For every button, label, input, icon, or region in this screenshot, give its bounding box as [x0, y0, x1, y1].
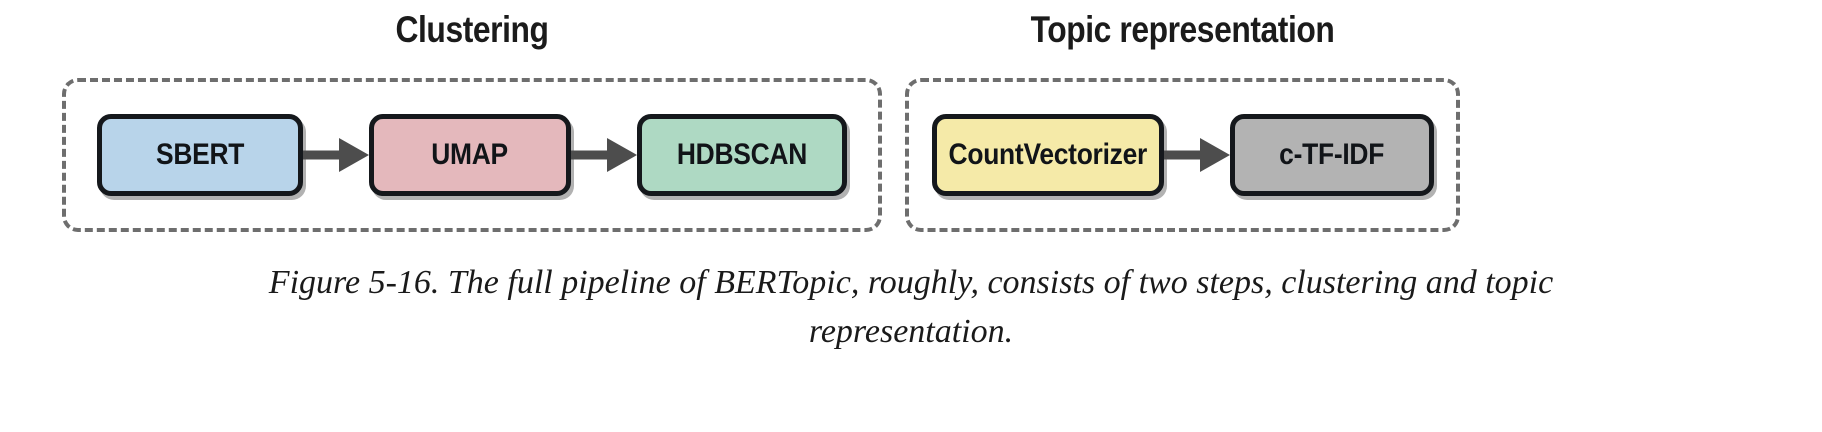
group-dashed-border-clustering	[62, 78, 882, 232]
arrow-right-icon-umap-to-hdbscan	[571, 138, 637, 172]
node-label-c-tf-idf: c-TF-IDF	[1279, 138, 1384, 171]
node-label-countvectorizer: CountVectorizer	[948, 138, 1147, 171]
node-row-clustering: SBERT UMAP HDBSCAN	[62, 78, 882, 232]
node-c-tf-idf[interactable]: c-TF-IDF	[1229, 114, 1434, 196]
arrow-right-icon-countvectorizer-to-ctfidf	[1163, 138, 1230, 172]
node-label-umap: UMAP	[431, 138, 509, 171]
node-label-sbert: SBERT	[155, 138, 245, 171]
arrow-shaft	[303, 150, 345, 160]
node-label-hdbscan: HDBSCAN	[676, 138, 808, 171]
arrow-head	[339, 138, 369, 172]
arrow-shaft	[1163, 150, 1206, 160]
figure-caption: Figure 5-16. The full pipeline of BERTop…	[201, 258, 1621, 356]
diagram-group-topic-representation: Topic representation CountVectorizer c-T…	[905, 0, 1460, 250]
figure-caption-line-1: Figure 5-16. The full pipeline of BERTop…	[268, 264, 1554, 301]
node-countvectorizer[interactable]: CountVectorizer	[931, 114, 1164, 196]
node-row-topic-representation: CountVectorizer c-TF-IDF	[905, 78, 1460, 232]
arrow-shaft	[571, 150, 613, 160]
arrow-head	[1199, 138, 1230, 172]
arrow-head	[607, 138, 637, 172]
node-umap[interactable]: UMAP	[369, 114, 571, 196]
group-dashed-border-topic-representation	[905, 78, 1460, 232]
node-hdbscan[interactable]: HDBSCAN	[637, 114, 847, 196]
arrow-right-icon-sbert-to-umap	[303, 138, 369, 172]
group-title-clustering: Clustering	[395, 9, 549, 50]
group-title-topic-representation: Topic representation	[1030, 9, 1335, 50]
node-sbert[interactable]: SBERT	[97, 114, 303, 196]
figure-caption-line-2: representation.	[808, 313, 1014, 350]
diagram-group-clustering: Clustering SBERT UMAP HDBSCAN	[62, 0, 882, 250]
pipeline-diagram: Clustering SBERT UMAP HDBSCAN To	[62, 0, 1460, 250]
